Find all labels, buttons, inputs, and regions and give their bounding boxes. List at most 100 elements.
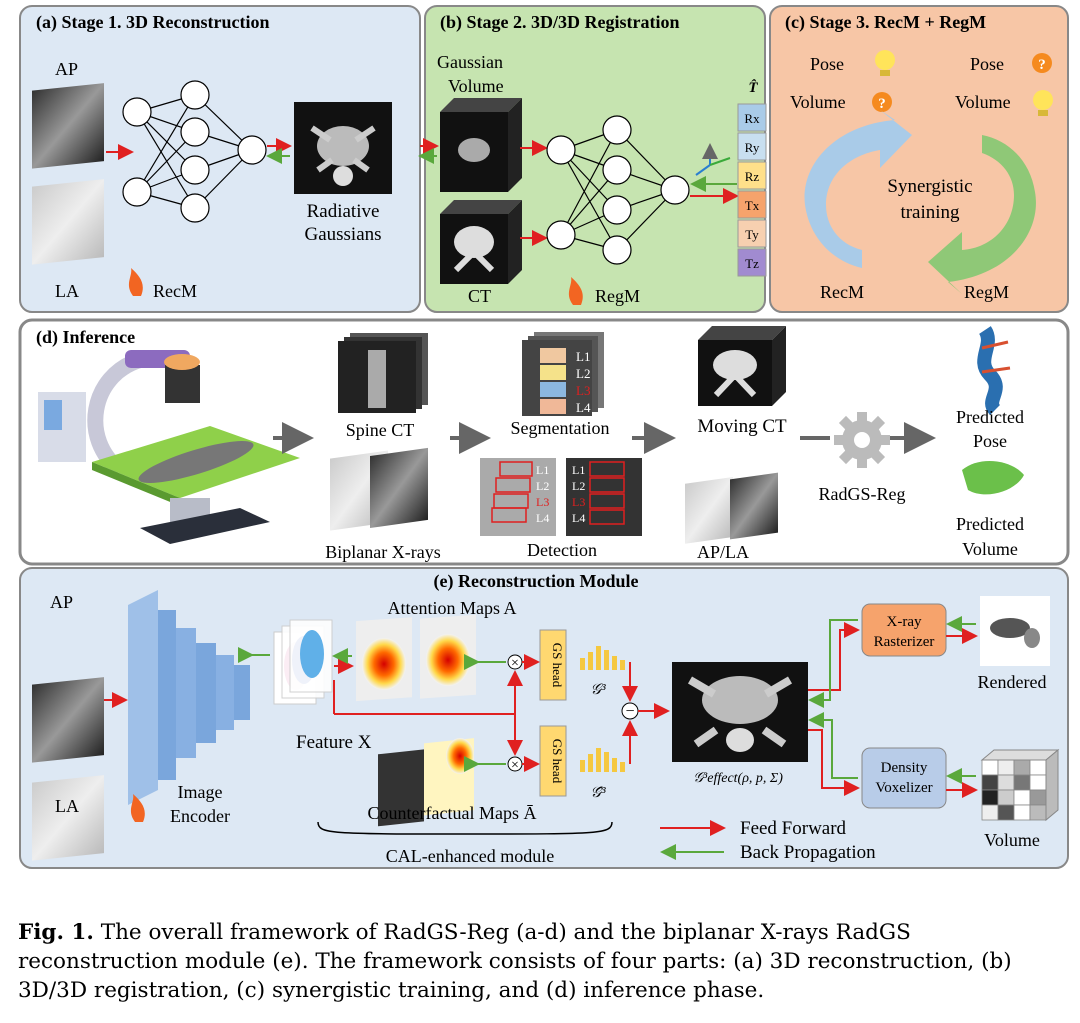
voxel bbox=[981, 759, 999, 776]
seg-label-0: L1 bbox=[576, 349, 590, 364]
voxel-top bbox=[980, 749, 1060, 761]
param-cell-4 bbox=[737, 219, 767, 248]
biplanar-label: Biplanar X-rays bbox=[325, 542, 440, 562]
times-op-2: × bbox=[511, 758, 519, 773]
voxel bbox=[1029, 804, 1047, 821]
param-cell-1 bbox=[737, 132, 767, 161]
e-ap-image bbox=[32, 677, 104, 763]
det-label-a-3: L4 bbox=[536, 511, 549, 525]
radiative-gaussians-image bbox=[294, 102, 392, 194]
attention-maps bbox=[356, 614, 476, 702]
e-label-la: LA bbox=[55, 796, 79, 816]
framework-figure: (a) Stage 1. 3D Reconstruction AP LA Rad… bbox=[18, 5, 1070, 869]
pred-pose-label-2: Pose bbox=[973, 431, 1007, 451]
panel-c-title: (c) Stage 3. RecM + RegM bbox=[785, 12, 986, 33]
cal-label: CAL-enhanced module bbox=[386, 846, 554, 866]
voxel-side bbox=[1045, 748, 1059, 822]
fire-icon-regm bbox=[568, 277, 583, 305]
pose-left: Pose bbox=[810, 54, 844, 74]
voxel bbox=[1013, 774, 1031, 791]
attention-label: Attention Maps A bbox=[388, 598, 517, 618]
fire-icon bbox=[128, 268, 143, 296]
e-la-image bbox=[32, 775, 104, 861]
volume-left: Volume bbox=[790, 92, 846, 112]
param-label-3: Tx bbox=[745, 198, 760, 213]
voxel bbox=[997, 774, 1015, 791]
det-label-a-1: L2 bbox=[536, 479, 549, 493]
fire-icon-encoder bbox=[130, 794, 145, 822]
c-arm-scanner-illustration bbox=[38, 350, 300, 544]
det-label-a-2: L3 bbox=[536, 495, 549, 509]
voxel bbox=[1029, 774, 1047, 791]
param-cell-0 bbox=[737, 103, 767, 132]
det-label-b-2: L3 bbox=[572, 495, 585, 509]
regm-label: RegM bbox=[595, 286, 640, 306]
svg-text:?: ? bbox=[1038, 57, 1046, 73]
apla-label: AP/LA bbox=[697, 542, 749, 562]
voxel bbox=[997, 804, 1015, 821]
svg-text:?: ? bbox=[878, 96, 886, 112]
times-op-1: × bbox=[511, 656, 519, 671]
radgs-label: RadGS-Reg bbox=[819, 484, 906, 504]
voxel bbox=[997, 789, 1015, 806]
seg-label-1: L2 bbox=[576, 366, 590, 381]
apla-ap-image bbox=[730, 472, 778, 540]
seg-label-2: L3 bbox=[576, 383, 590, 398]
effect-gaussians-image bbox=[672, 662, 808, 762]
xray-label-1: X-ray bbox=[887, 614, 922, 630]
image-encoder-block bbox=[128, 590, 250, 805]
caption-text: The overall framework of RadGS-Reg (a-d)… bbox=[18, 920, 1012, 1003]
density-label-1: Density bbox=[881, 760, 928, 776]
ct-label: CT bbox=[468, 286, 491, 306]
back-propagation-label: Back Propagation bbox=[740, 842, 876, 863]
moving-ct-cube bbox=[698, 326, 786, 406]
volume-voxel-grid bbox=[980, 748, 1060, 822]
det-label-a-0: L1 bbox=[536, 463, 549, 477]
regm-network bbox=[546, 115, 690, 265]
feature-label: Feature X bbox=[296, 732, 372, 753]
voxel bbox=[997, 759, 1015, 776]
ap-xray-image bbox=[32, 83, 104, 169]
gs-head-2 bbox=[539, 725, 567, 797]
lightbulb-icon-pose bbox=[875, 50, 895, 76]
recm-cycle-arrow bbox=[804, 110, 912, 268]
gs-head-2-label: GS head bbox=[550, 739, 565, 784]
apla-la-image bbox=[685, 476, 733, 544]
xray-label-2: Rasterizer bbox=[874, 634, 935, 650]
panel-a-title: (a) Stage 1. 3D Reconstruction bbox=[36, 12, 269, 33]
regm-cycle-arrow bbox=[928, 135, 1036, 294]
voxel bbox=[1013, 789, 1031, 806]
lightbulb-icon-volume bbox=[1033, 90, 1053, 116]
gs-head-1-label: GS head bbox=[550, 643, 565, 688]
encoder-label-2: Encoder bbox=[170, 806, 230, 826]
panel-e-title: (e) Reconstruction Module bbox=[434, 571, 639, 592]
volume-label: Volume bbox=[984, 830, 1040, 850]
label-la: LA bbox=[55, 281, 79, 301]
gaussians-label-1: Radiative bbox=[307, 201, 380, 222]
pred-pose-label-1: Predicted bbox=[956, 407, 1024, 427]
voxel bbox=[1013, 759, 1031, 776]
det-label-b-1: L2 bbox=[572, 479, 585, 493]
biplanar-ap-image bbox=[370, 447, 428, 528]
figure-caption: Fig. 1. The overall framework of RadGS-R… bbox=[18, 918, 1068, 1005]
voxel bbox=[981, 789, 999, 806]
density-voxelizer-box bbox=[861, 747, 947, 809]
synergistic-label: Synergistic bbox=[887, 176, 972, 197]
volume-right: Volume bbox=[955, 92, 1011, 112]
recm-label: RecM bbox=[153, 281, 197, 301]
axes-icon bbox=[695, 143, 731, 176]
param-label-5: Tz bbox=[745, 256, 759, 271]
segmentation-label: Segmentation bbox=[511, 418, 610, 438]
t-hat-label: T̂ bbox=[748, 78, 758, 96]
panel-c: (c) Stage 3. RecM + RegM Pose Volume ? P… bbox=[769, 5, 1069, 313]
spine-ct-label: Spine CT bbox=[346, 420, 415, 440]
gear-icon bbox=[834, 412, 890, 468]
param-label-4: Ty bbox=[745, 227, 759, 242]
param-cell-2 bbox=[737, 161, 767, 190]
gaussian-bars-1 bbox=[580, 646, 625, 670]
detection-label: Detection bbox=[527, 540, 597, 560]
det-label-b-3: L4 bbox=[572, 511, 585, 525]
c-regm-label: RegM bbox=[964, 282, 1009, 302]
